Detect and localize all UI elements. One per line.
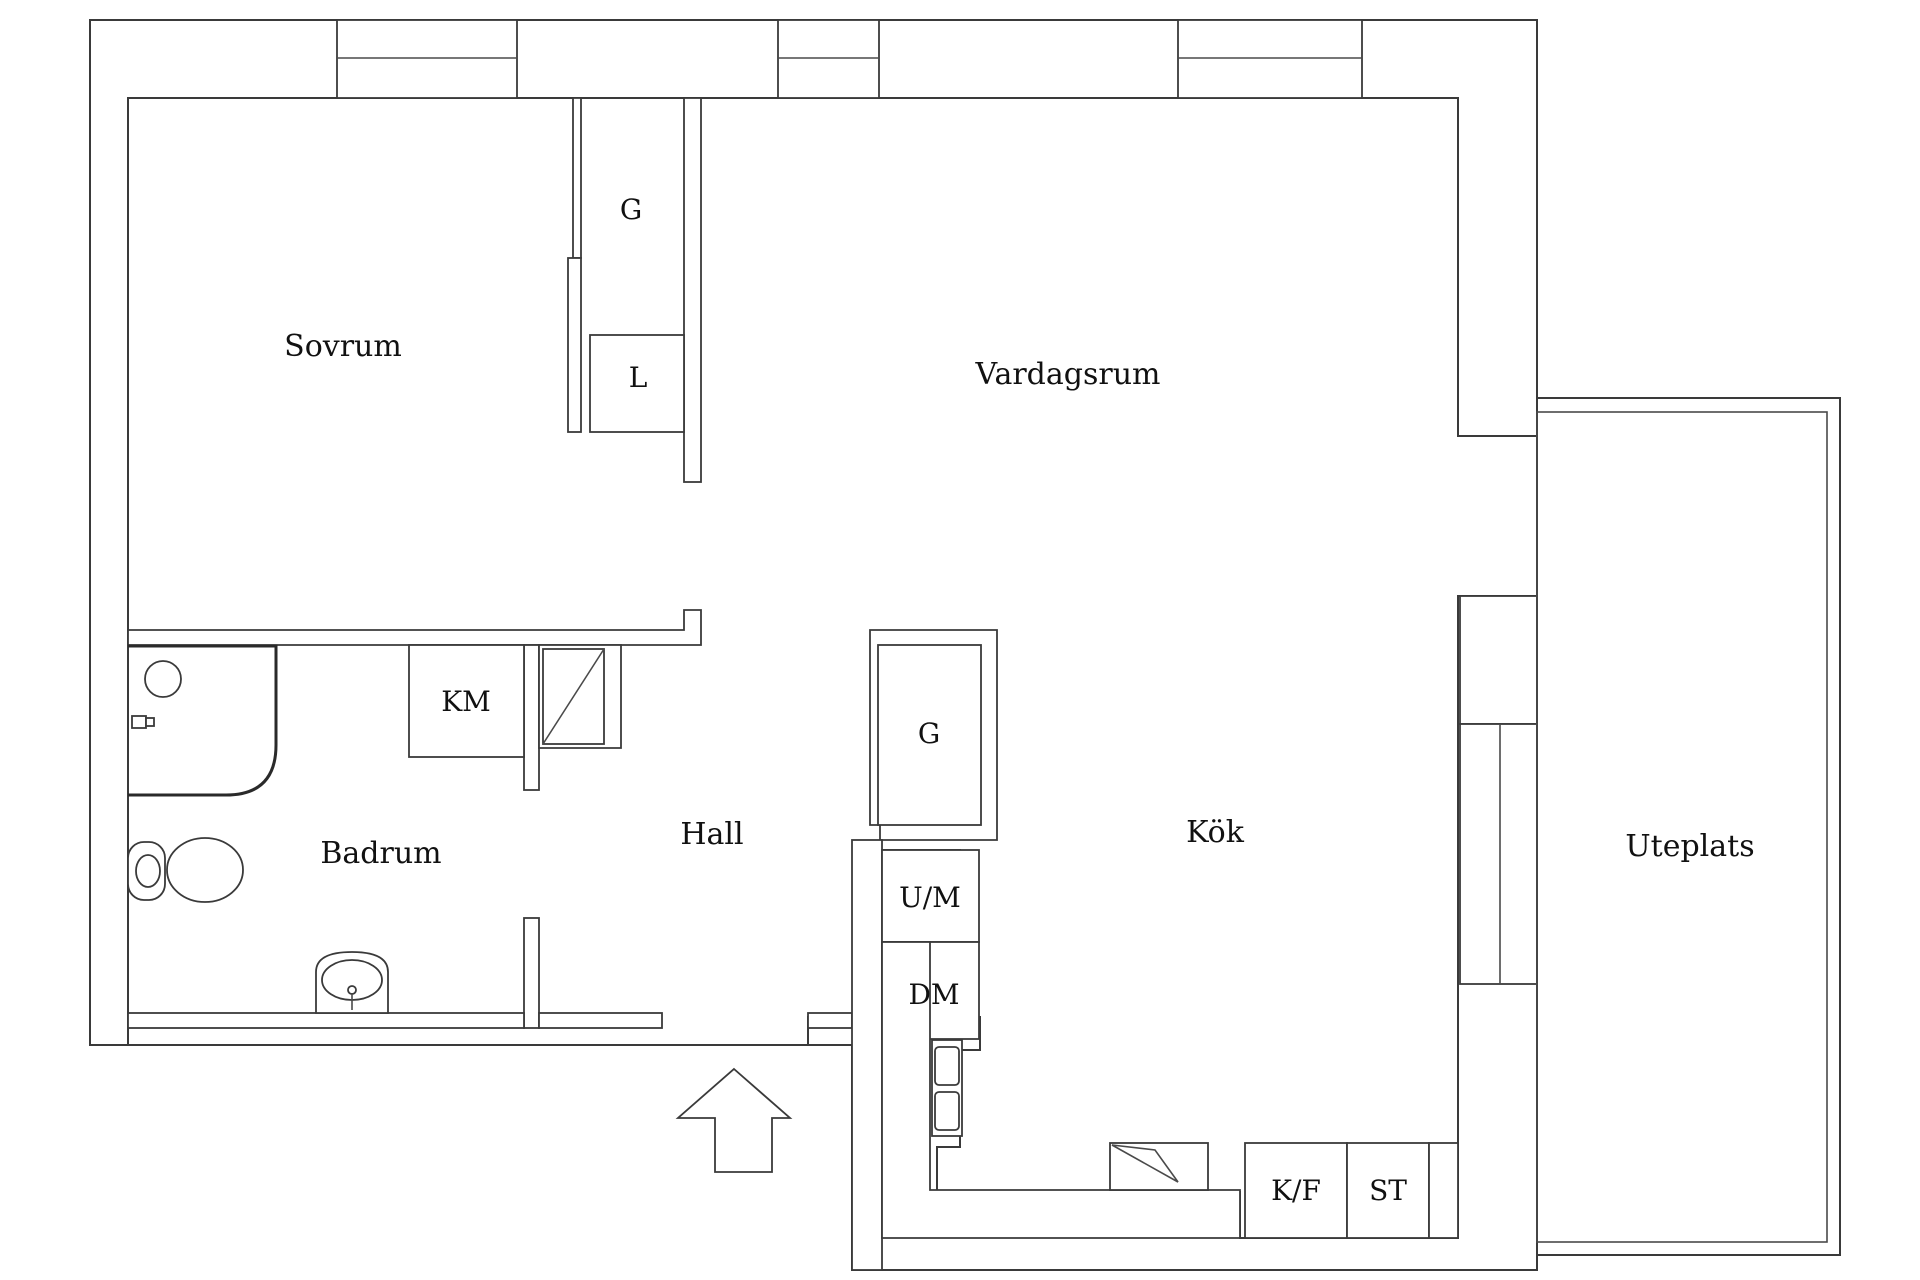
fixture-labels: G L KM G U/M DM K/F ST bbox=[441, 193, 1407, 1207]
fixture-label-kf: K/F bbox=[1271, 1174, 1321, 1207]
shower bbox=[128, 644, 278, 797]
kitchen-sink-icon bbox=[931, 1039, 963, 1137]
fixture-label-um: U/M bbox=[899, 881, 961, 914]
terrace bbox=[1536, 397, 1841, 1256]
toilet-icon bbox=[127, 837, 244, 903]
room-label-vardagsrum: Vardagsrum bbox=[975, 357, 1161, 392]
sink-icon bbox=[315, 951, 389, 1014]
shower-drain-icon bbox=[144, 660, 182, 698]
bathroom-fixtures bbox=[127, 644, 389, 1014]
room-label-kok: Kök bbox=[1186, 815, 1245, 850]
room-label-uteplats: Uteplats bbox=[1625, 829, 1754, 864]
fixture-label-linneskap: L bbox=[629, 361, 648, 394]
windows-right bbox=[1459, 595, 1538, 985]
windows-top bbox=[336, 19, 1363, 99]
entrance-arrow-icon bbox=[675, 1067, 793, 1173]
shower-tap-icon bbox=[131, 715, 147, 729]
fixture-label-st: ST bbox=[1369, 1174, 1407, 1207]
fixture-label-garderob-top: G bbox=[620, 193, 642, 226]
room-label-hall: Hall bbox=[680, 817, 743, 852]
fixture-label-dm: DM bbox=[908, 978, 959, 1011]
room-labels: Sovrum Vardagsrum Badrum Hall Kök Utepla… bbox=[284, 329, 1754, 871]
room-label-sovrum: Sovrum bbox=[284, 329, 402, 364]
kitchen-counters bbox=[881, 849, 1459, 1239]
room-label-badrum: Badrum bbox=[320, 836, 441, 871]
interior-walls bbox=[127, 97, 998, 1271]
fixture-label-garderob-hall: G bbox=[918, 717, 940, 750]
fixture-label-km: KM bbox=[441, 685, 491, 718]
